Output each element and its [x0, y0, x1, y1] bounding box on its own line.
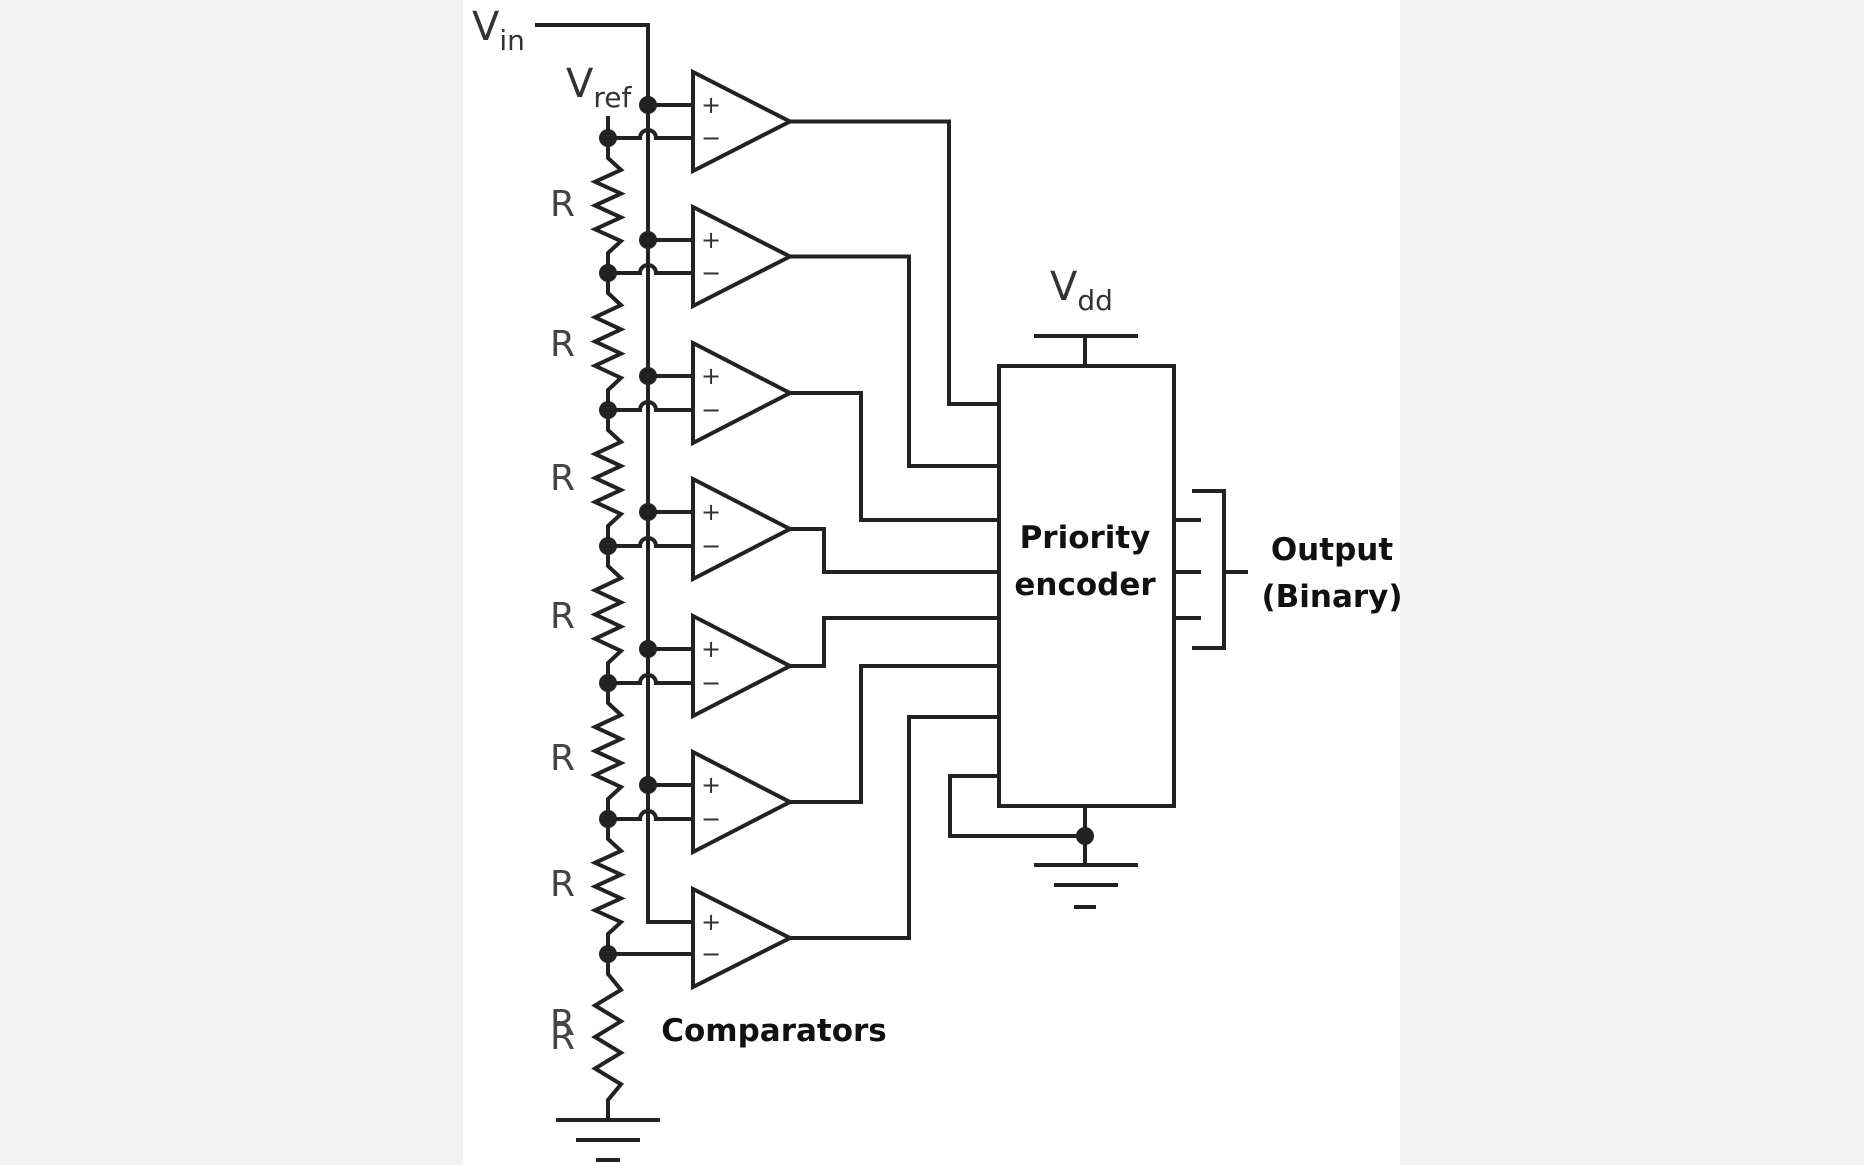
vin-junction-dot	[639, 776, 657, 794]
ladder-junction-dot	[599, 129, 617, 147]
resistor-label: R	[550, 324, 575, 365]
vdd-label: Vdd	[1050, 264, 1113, 317]
vin-label: Vin	[472, 4, 525, 57]
minus-input-wire	[606, 809, 695, 821]
minus-sign: −	[701, 940, 721, 968]
comparator: +−	[599, 475, 795, 583]
comparator: +−	[599, 748, 795, 856]
resistor-label: R	[550, 738, 575, 779]
plus-sign: +	[701, 771, 721, 799]
vin-wire	[535, 23, 695, 924]
comparator-triangle	[691, 748, 795, 856]
minus-input-wire	[606, 128, 695, 140]
comparator-output-wire	[788, 391, 1001, 522]
plus-sign: +	[701, 498, 721, 526]
minus-input-wire	[606, 400, 695, 412]
comparator-triangle	[691, 68, 795, 175]
minus-sign: −	[701, 532, 721, 560]
minus-sign: −	[701, 259, 721, 287]
comparator-output-wire	[788, 715, 1001, 940]
encoder-label-line1: Priority	[1020, 520, 1151, 556]
minus-input-wire	[606, 263, 695, 275]
resistor-label: R	[550, 458, 575, 499]
ladder-junction-dot	[599, 401, 617, 419]
ladder-junction-dot	[599, 674, 617, 692]
plus-sign: +	[701, 635, 721, 663]
comparator-output-wire	[788, 527, 1001, 574]
vin-junction-dot	[639, 231, 657, 249]
comparator-triangle	[691, 885, 795, 991]
output-label-line1: Output	[1271, 532, 1394, 568]
vref-label: Vref	[566, 61, 632, 114]
resistor-label: R	[550, 864, 575, 905]
encoder-ground	[1034, 804, 1138, 909]
plus-sign: +	[701, 362, 721, 390]
output-bits	[1172, 489, 1248, 650]
resistor-label: R	[550, 1017, 575, 1058]
encoder-label-line2: encoder	[1014, 567, 1156, 603]
comparator: +−	[599, 339, 795, 447]
comparator-triangle	[691, 339, 795, 447]
ladder-junction-dot	[599, 264, 617, 282]
vin-junction-dot	[639, 96, 657, 114]
ladder-junction-dot	[599, 537, 617, 555]
comparators-label: Comparators	[661, 1013, 887, 1049]
comparator: +−	[599, 203, 795, 310]
comparator: +−	[599, 68, 795, 175]
vin-junction-dot	[639, 503, 657, 521]
comparator-output-wire	[788, 119, 1001, 406]
comparator-output-wire	[788, 664, 1001, 804]
comparator-bank: +−+−+−+−+−+−+−	[599, 68, 795, 991]
comparator: +−	[599, 612, 795, 720]
output-label-line2: (Binary)	[1261, 579, 1402, 615]
minus-sign: −	[701, 805, 721, 833]
comparator-triangle	[691, 612, 795, 720]
comparator-output-wire	[788, 616, 1001, 668]
minus-input-wire	[606, 536, 695, 548]
encoder-inputs	[788, 119, 1001, 940]
encoder-ground-return	[948, 774, 1087, 838]
ladder-junction-dot	[599, 945, 617, 963]
plus-sign: +	[701, 908, 721, 936]
minus-sign: −	[701, 669, 721, 697]
resistor-label: R	[550, 1003, 575, 1044]
comparator-output-wire	[788, 254, 1001, 468]
plus-sign: +	[701, 91, 721, 119]
comparator-triangle	[691, 203, 795, 310]
plus-sign: +	[701, 226, 721, 254]
comparator-triangle	[691, 475, 795, 583]
minus-sign: −	[701, 124, 721, 152]
resistor-ladder-rail	[590, 136, 626, 1122]
ladder-junction-dot	[599, 810, 617, 828]
vin-junction-dot	[639, 367, 657, 385]
minus-input-wire	[606, 673, 695, 685]
vin-junction-dot	[639, 640, 657, 658]
minus-sign: −	[701, 396, 721, 424]
comparator: +−	[599, 885, 795, 991]
resistor-label: R	[550, 184, 575, 225]
ladder-ground	[556, 1118, 660, 1162]
vdd-wire	[1034, 334, 1138, 368]
resistor-label: R	[550, 596, 575, 637]
